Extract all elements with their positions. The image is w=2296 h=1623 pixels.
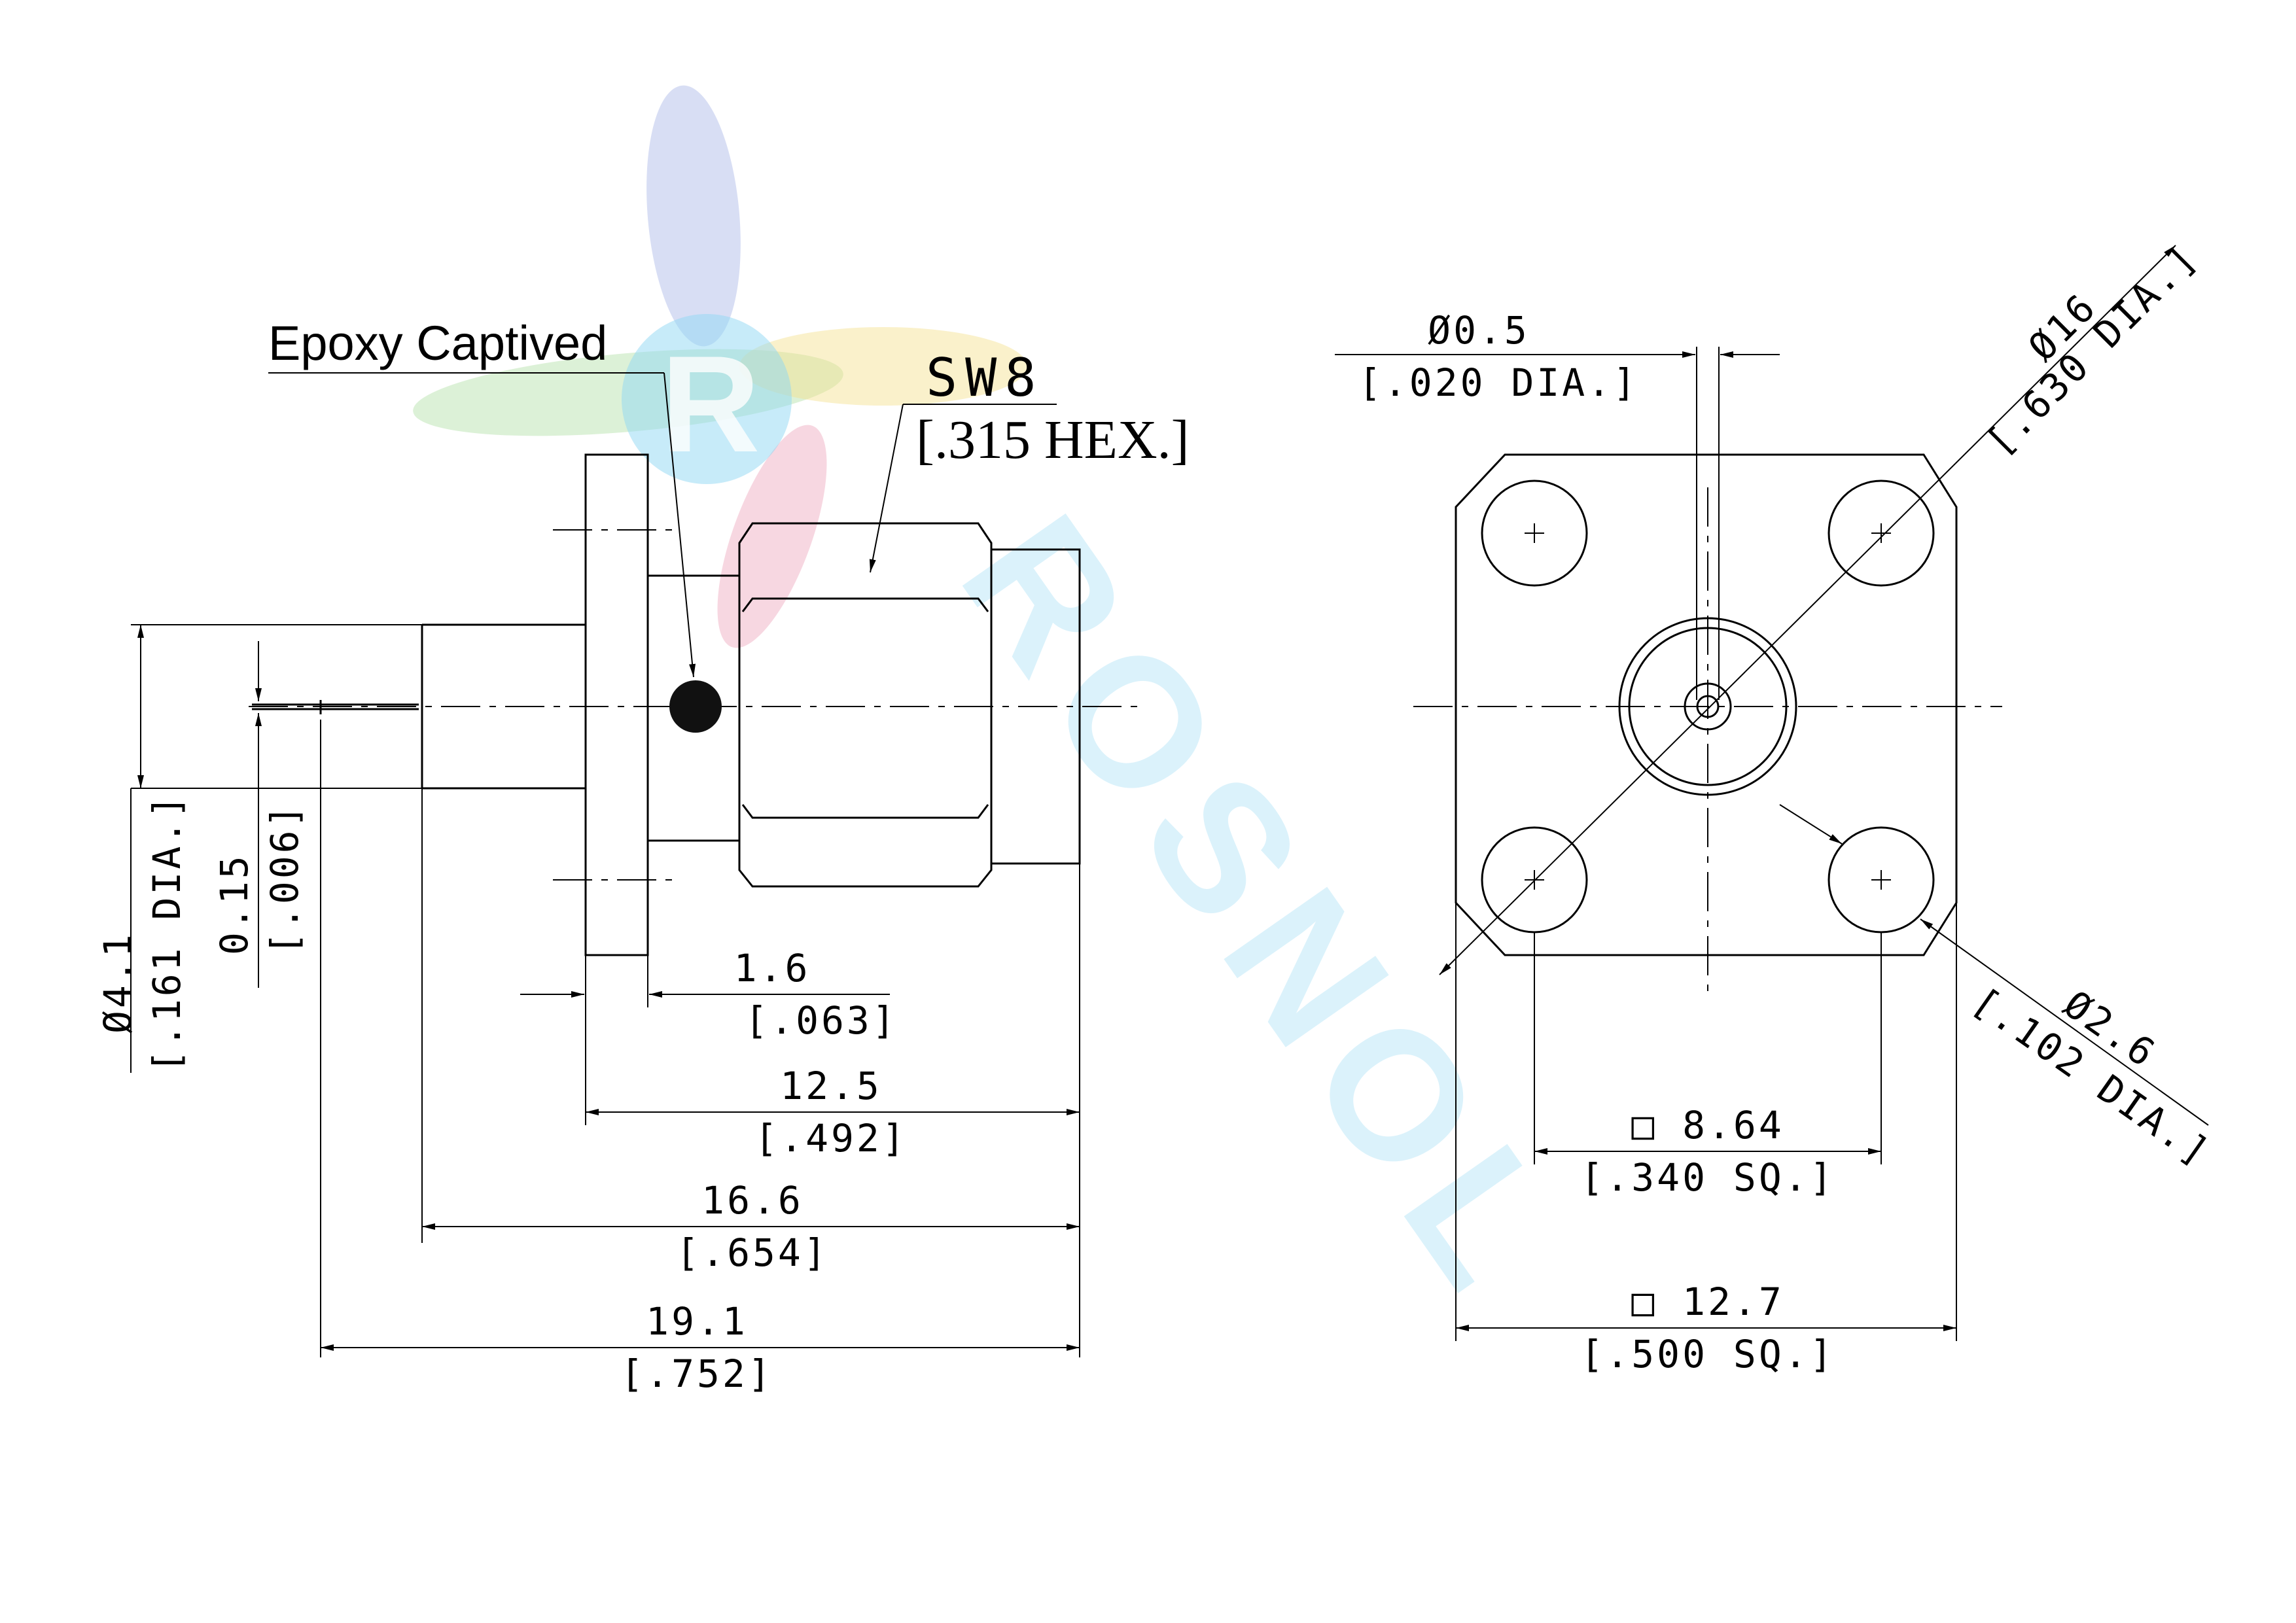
dim-flange-size-inch: [.500 SQ.] (1580, 1332, 1835, 1376)
dielectric-body (421, 623, 586, 790)
dim-pin-0-15: 0.15 (212, 853, 256, 955)
dim-pin-0-15-inch: [.006] (262, 802, 307, 955)
watermark: R ROSNOL (413, 85, 1608, 1336)
dim-len-19-1: 19.1 (646, 1299, 748, 1344)
note-epoxy-captived: Epoxy Captived (268, 316, 607, 370)
dim-flange-1-6-inch: [.063] (745, 998, 898, 1043)
watermark-text: ROSNOL (923, 481, 1608, 1336)
mounting-hole (1828, 826, 1935, 934)
mounting-hole (1828, 480, 1935, 587)
dim-flange-size: □ 12.7 (1631, 1280, 1784, 1324)
note-hex-size: SW8 (926, 347, 1044, 408)
mounting-flange (584, 453, 649, 956)
mounting-hole (1481, 480, 1588, 587)
dim-len-16-6-inch: [.654] (676, 1230, 829, 1275)
dim-hole-spacing-inch: [.340 SQ.] (1580, 1155, 1835, 1200)
dim-dia-4-1: Ø4.1 (96, 932, 140, 1034)
dim-len-12-5-inch: [.492] (754, 1116, 908, 1161)
dim-pin-dia: Ø0.5 (1428, 308, 1530, 353)
dim-len-12-5: 12.5 (780, 1064, 882, 1108)
dim-len-16-6: 16.6 (701, 1178, 804, 1223)
watermark-logo-letter: R (661, 327, 760, 481)
dim-flange-1-6: 1.6 (734, 946, 811, 990)
bolt-circle-leader (1439, 245, 2176, 975)
dim-len-19-1-inch: [.752] (620, 1352, 773, 1396)
hole-dia-leader (1779, 804, 1843, 845)
note-hex-inch: [.315 HEX.] (916, 410, 1190, 470)
epoxy-point (669, 680, 722, 733)
side-view: Ø4.1 [.161 DIA.] 0.15 [.006] 1.6 [.063] … (96, 316, 1190, 1396)
dim-bolt-circle-inch: [.630 DIA.] (1977, 235, 2207, 464)
dim-pin-dia-inch: [.020 DIA.] (1358, 360, 1638, 405)
dim-dia-4-1-inch: [.161 DIA.] (145, 793, 189, 1073)
watermark-logo: R (413, 85, 1027, 648)
dim-hole-spacing: □ 8.64 (1631, 1103, 1784, 1147)
hex-nut (738, 522, 993, 888)
